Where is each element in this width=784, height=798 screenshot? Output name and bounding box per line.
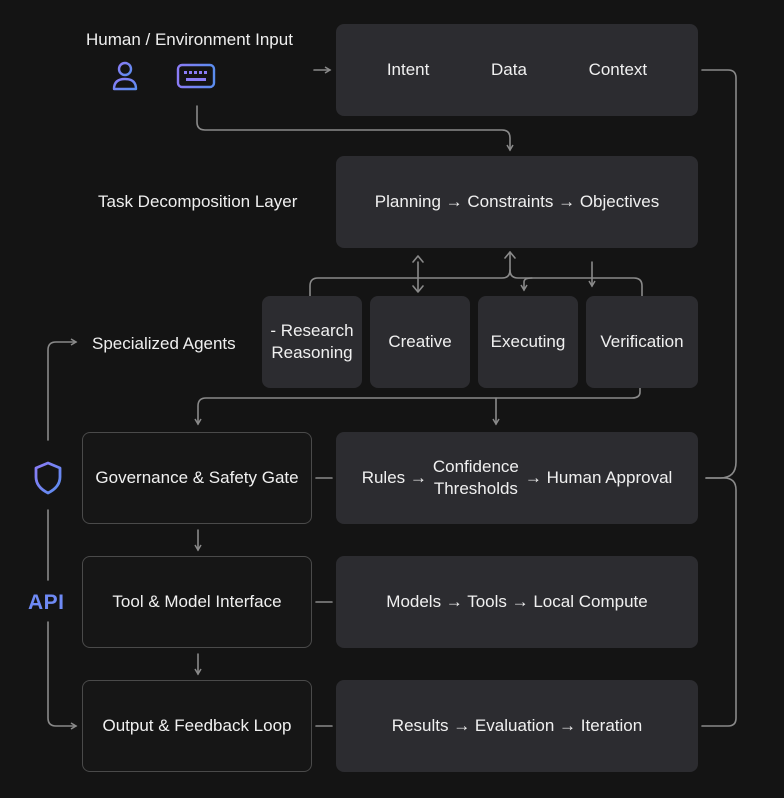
keyboard-icon — [176, 63, 216, 89]
tool-interface-box: Tool & Model Interface — [82, 556, 312, 648]
arrow-loop-to-output — [47, 621, 78, 730]
task-layer-box: Planning → Constraints → Objectives — [336, 156, 698, 248]
task-flow: Planning → Constraints → Objectives — [374, 192, 660, 211]
loop-context-to-gov — [701, 69, 737, 479]
confidence-line2: Thresholds — [433, 479, 518, 498]
arrow-loop-to-agents — [47, 338, 78, 441]
rules-label: Rules → — [361, 468, 427, 487]
agent-verification: Verification — [586, 296, 698, 388]
governance-box: Governance & Safety Gate — [82, 432, 312, 524]
user-icon — [112, 61, 138, 91]
input-title: Human / Environment Input — [86, 30, 293, 49]
agent-creative: Creative — [370, 296, 470, 388]
tool-flow-box: Models → Tools → Local Compute — [336, 556, 698, 648]
agent-creative-label: Creative — [388, 332, 452, 351]
data-label: Data — [491, 60, 527, 79]
arrow-input-to-task — [196, 105, 514, 152]
bar-chart-icon — [254, 60, 282, 90]
input-box: Intent Data Context — [336, 24, 698, 116]
agents-label: Specialized Agents — [92, 334, 236, 353]
output-box: Output & Feedback Loop — [82, 680, 312, 772]
agent-research-line2: Reasoning — [271, 343, 353, 362]
confidence-line1: Confidence — [432, 457, 519, 476]
shield-icon — [34, 461, 62, 495]
task-layer-label: Task Decomposition Layer — [98, 192, 298, 211]
governance-label: Governance & Safety Gate — [95, 468, 299, 487]
tool-flow: Models → Tools → Local Compute — [386, 592, 648, 611]
agent-research-line1: - Research — [270, 321, 354, 340]
tool-interface-label: Tool & Model Interface — [112, 592, 282, 611]
api-badge: API — [28, 591, 65, 614]
agent-research: - Research Reasoning — [262, 296, 362, 388]
approval-label: → Human Approval — [524, 468, 673, 487]
arrow-agents-to-gov — [194, 387, 641, 426]
agent-executing: Executing — [478, 296, 578, 388]
output-label: Output & Feedback Loop — [102, 716, 292, 735]
context-label: Context — [588, 60, 648, 79]
intent-label: Intent — [386, 60, 430, 79]
output-flow-box: Results → Evaluation → Iteration — [336, 680, 698, 772]
loop-gov-to-output — [701, 477, 737, 727]
governance-flow-box: Rules → Confidence Thresholds → Human Ap… — [336, 432, 698, 524]
agent-executing-label: Executing — [490, 332, 566, 351]
agent-verification-label: Verification — [600, 332, 684, 351]
output-flow: Results → Evaluation → Iteration — [391, 716, 643, 735]
